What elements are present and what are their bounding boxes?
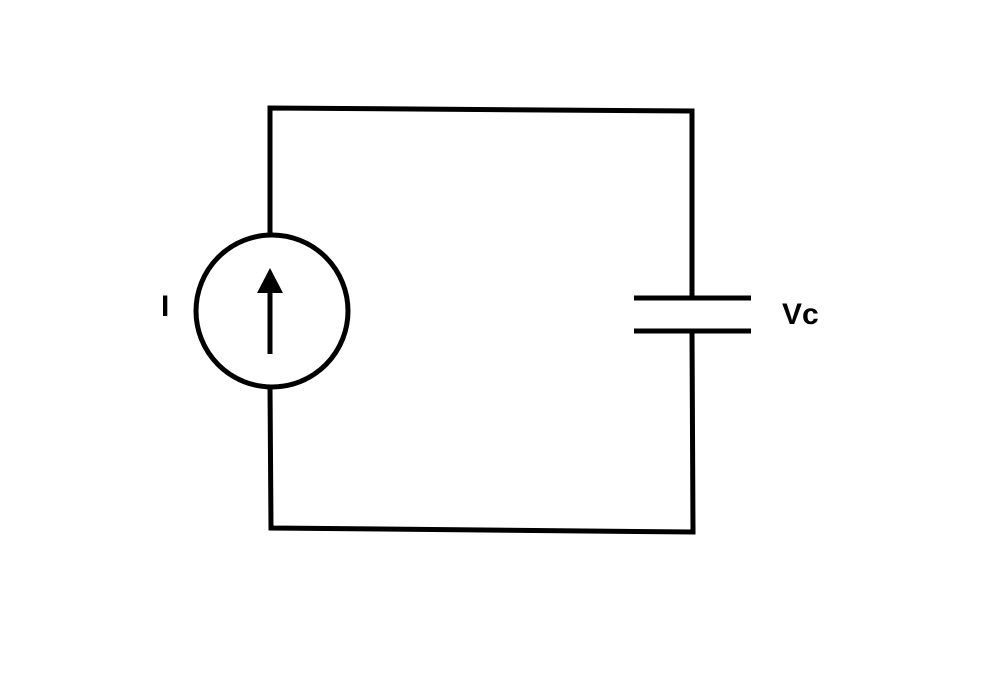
current-source-circle <box>193 232 351 390</box>
wire-bottom <box>267 331 696 535</box>
current-arrow-head-icon <box>257 268 283 293</box>
wire-top <box>267 105 695 298</box>
capacitor-voltage-label: Vc <box>782 298 819 331</box>
current-source-label: I <box>161 290 170 323</box>
